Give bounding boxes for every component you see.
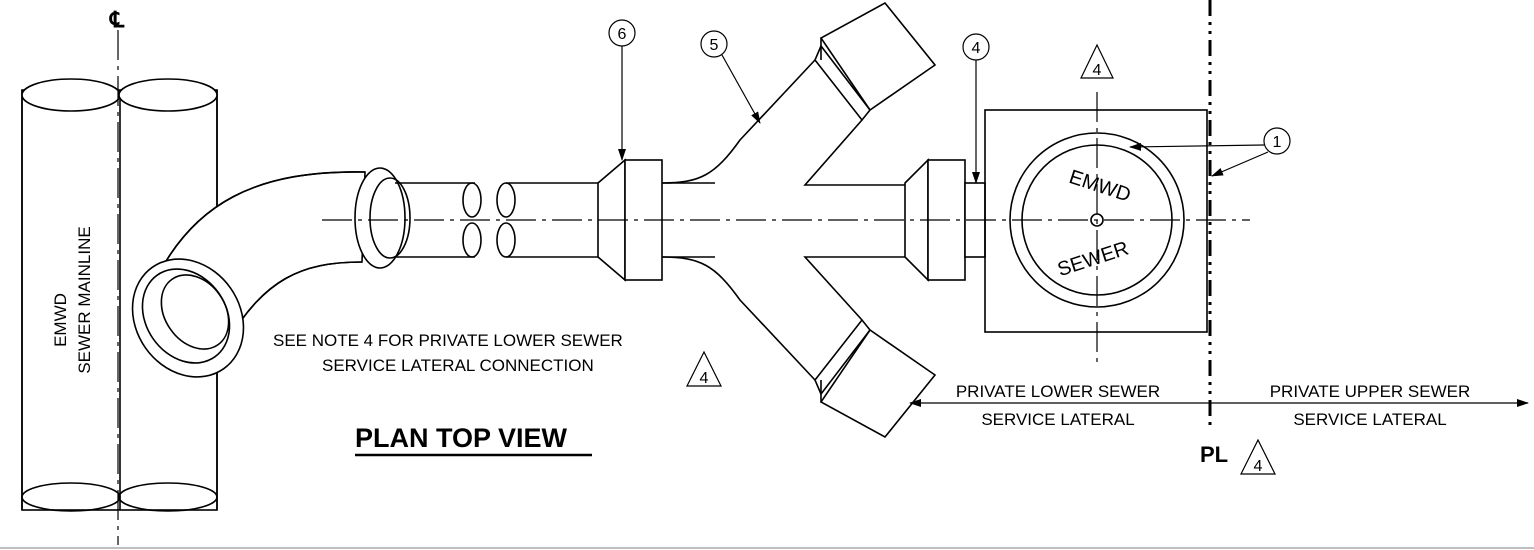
svg-text:6: 6	[618, 26, 627, 43]
mainline-label-emwd: EMWD	[51, 293, 70, 347]
svg-text:4: 4	[972, 40, 981, 57]
view-title: PLAN TOP VIEW	[355, 423, 568, 453]
cleanout-box	[984, 109, 1208, 333]
manhole-cover-top-text: EMWD	[1066, 166, 1133, 206]
svg-text:4: 4	[1254, 458, 1263, 475]
lower-lateral-label-1: PRIVATE LOWER SEWER	[956, 382, 1160, 401]
callout-6: 6	[608, 19, 636, 161]
svg-text:4: 4	[700, 370, 709, 387]
callout-5: 5	[700, 30, 761, 124]
revision-triangle-pl: 4	[1240, 438, 1276, 475]
mainline-label-sewer-mainline: SEWER MAINLINE	[75, 226, 94, 373]
lateral-elbow	[131, 167, 411, 378]
centerline-mark: ℄	[109, 7, 125, 32]
callout-4: 4	[962, 33, 990, 184]
upper-lateral-label-2: SERVICE LATERAL	[1293, 410, 1446, 429]
callout-1: 1	[1129, 127, 1291, 177]
upper-lateral-label-1: PRIVATE UPPER SEWER	[1270, 382, 1471, 401]
note-line-1: SEE NOTE 4 FOR PRIVATE LOWER SEWER	[273, 331, 623, 350]
lateral-pipe-segment	[395, 182, 598, 258]
svg-text:5: 5	[710, 37, 719, 54]
lower-lateral-label-2: SERVICE LATERAL	[981, 410, 1134, 429]
wye-fitting	[661, 1, 937, 439]
revision-triangle-top: 4	[1080, 43, 1114, 79]
revision-triangle-note: 4	[686, 350, 722, 387]
manhole-cover-bottom-text: SEWER	[1055, 237, 1132, 281]
property-line-mark: PL	[1200, 442, 1228, 467]
note-line-2: SERVICE LATERAL CONNECTION	[322, 356, 594, 375]
svg-text:1: 1	[1273, 134, 1282, 151]
svg-text:4: 4	[1093, 62, 1102, 79]
